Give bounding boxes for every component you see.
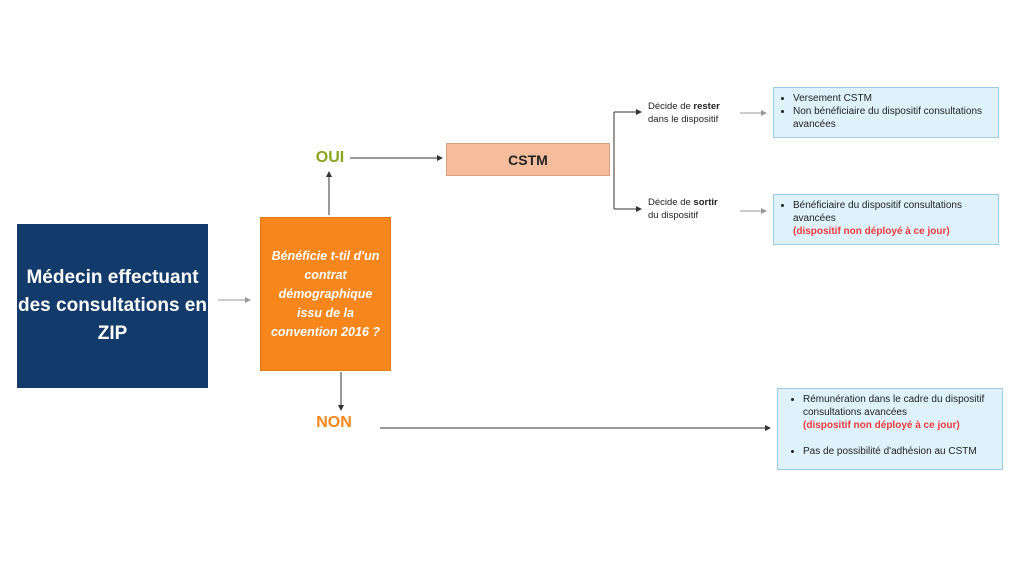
info-box-stay: Versement CSTM Non bénéficiaire du dispo… (773, 87, 999, 138)
oui-label: OUI (315, 149, 345, 166)
choice-stay-suffix: dans le dispositif (648, 114, 719, 125)
choice-stay: Décide de rester dans le dispositif (648, 100, 738, 126)
choice-leave-prefix: Décide de (648, 197, 694, 208)
choice-leave-keyword: sortir (693, 197, 718, 208)
info-stay-item-2: Non bénéficiaire du dispositif consultat… (793, 105, 992, 131)
info-leave-item: Bénéficiaire du dispositif consultations… (793, 199, 992, 238)
cstm-box: CSTM (446, 143, 610, 176)
question-label: Bénéficie t-til d'un contrat démographiq… (270, 248, 381, 339)
choice-leave-suffix: du dispositif (648, 210, 699, 221)
choice-leave: Décide de sortir du dispositif (648, 196, 738, 222)
info-leave-text: Bénéficiaire du dispositif consultations… (793, 200, 962, 224)
info-no-item-2: Pas de possibilité d'adhésion au CSTM (803, 445, 996, 458)
cstm-label: CSTM (508, 151, 548, 168)
non-label: NON (316, 414, 352, 431)
info-no-item-1-text: Rémunération dans le cadre du dispositif… (803, 394, 985, 418)
question-box: Bénéficie t-til d'un contrat démographiq… (260, 217, 391, 371)
info-leave-note: (dispositif non déployé à ce jour) (793, 226, 950, 237)
info-stay-item-1: Versement CSTM (793, 92, 992, 105)
info-no-item-1: Rémunération dans le cadre du dispositif… (803, 393, 996, 432)
doctor-label: Médecin effectuant des consultations en … (18, 267, 207, 344)
info-no-item-1-note: (dispositif non déployé à ce jour) (803, 420, 960, 431)
choice-stay-keyword: rester (693, 101, 720, 112)
choice-stay-prefix: Décide de (648, 101, 694, 112)
info-box-no: Rémunération dans le cadre du dispositif… (777, 388, 1003, 470)
doctor-box: Médecin effectuant des consultations en … (17, 224, 208, 388)
info-box-leave: Bénéficiaire du dispositif consultations… (773, 194, 999, 245)
